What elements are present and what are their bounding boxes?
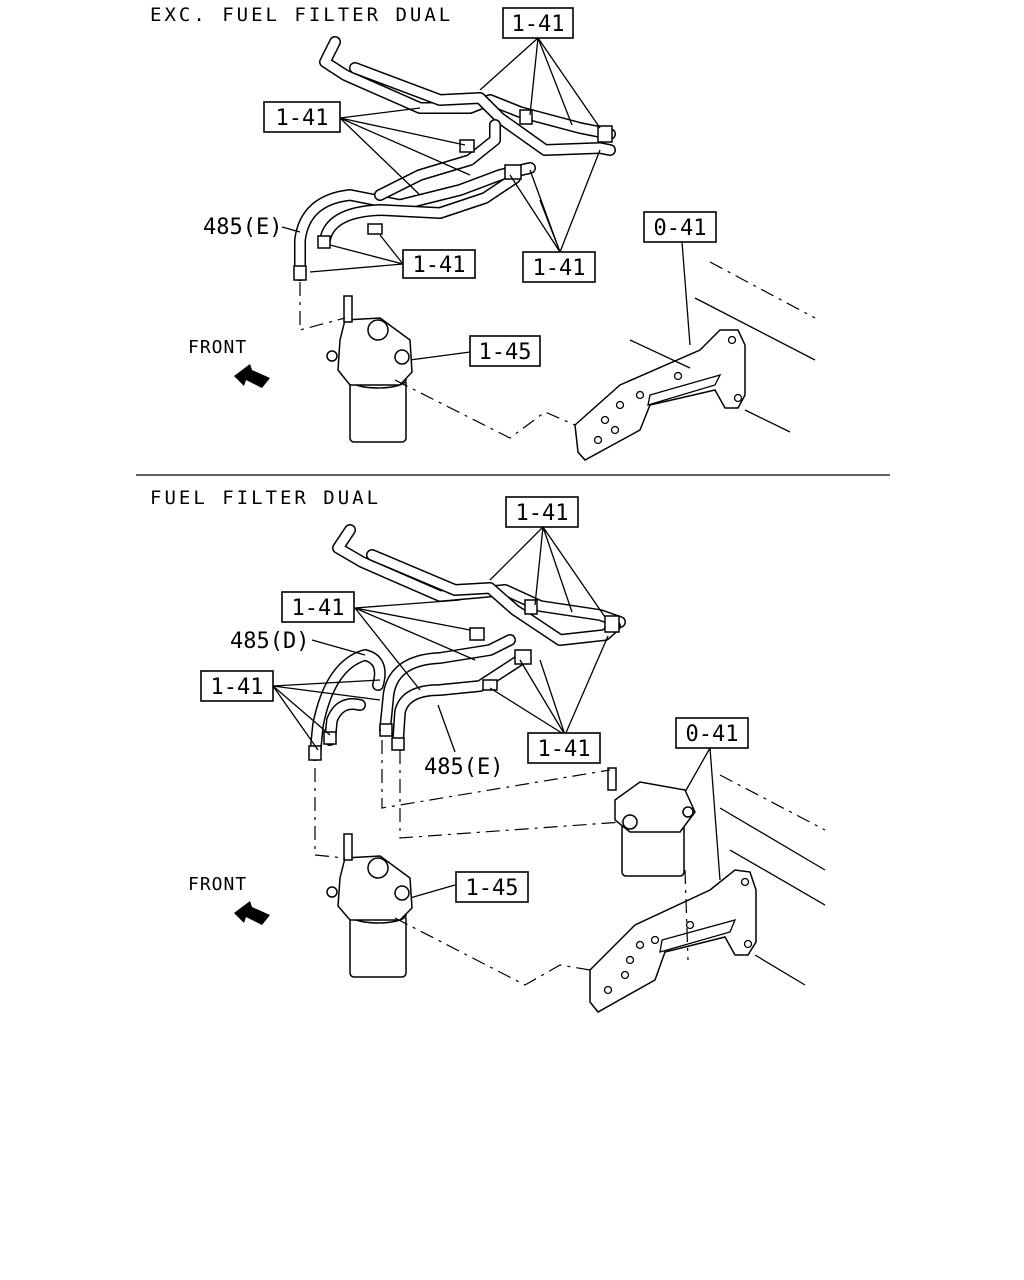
leader-lines	[272, 526, 721, 899]
callout-left: 1-41	[263, 101, 341, 133]
front-arrow-icon	[234, 364, 270, 388]
svg-text:1-41: 1-41	[413, 253, 466, 278]
svg-text:1-41: 1-41	[516, 501, 569, 526]
callout-lower-mid: 1-41	[402, 249, 476, 279]
hose-label-485d: 485(D)	[230, 629, 309, 654]
section-title: FUEL FILTER DUAL	[150, 487, 381, 509]
front-arrow-icon	[234, 901, 270, 925]
leader-lines	[281, 37, 691, 361]
svg-text:0-41: 0-41	[686, 722, 739, 747]
fuel-filter-assembly	[326, 295, 413, 443]
callout-bracket: 0-41	[643, 211, 717, 243]
callout-right: 1-41	[527, 732, 601, 764]
svg-text:1-41: 1-41	[292, 596, 345, 621]
callout-bracket: 0-41	[675, 717, 749, 749]
callout-left: 1-41	[281, 591, 355, 623]
section-title: EXC. FUEL FILTER DUAL	[150, 4, 453, 26]
bracket	[589, 869, 757, 1013]
svg-text:1-41: 1-41	[211, 675, 264, 700]
section-fuel-filter-dual: FUEL FILTER DUAL	[150, 487, 826, 1013]
svg-text:1-41: 1-41	[538, 737, 591, 762]
bracket	[574, 329, 746, 461]
callout-top: 1-41	[505, 496, 579, 528]
frame-lines	[314, 740, 826, 986]
front-label: FRONT	[188, 874, 247, 895]
callout-filter: 1-45	[469, 335, 541, 367]
front-label: FRONT	[188, 337, 247, 358]
frame-lines	[299, 261, 816, 439]
svg-text:0-41: 0-41	[654, 216, 707, 241]
svg-text:1-41: 1-41	[533, 256, 586, 281]
svg-text:1-41: 1-41	[276, 106, 329, 131]
hose-label-485e: 485(E)	[203, 215, 282, 240]
section-exc-fuel-filter-dual: EXC. FUEL FILTER DUAL	[150, 4, 816, 461]
fuel-hose-bundle	[308, 524, 626, 761]
callout-right: 1-41	[522, 251, 596, 283]
callout-filter: 1-45	[455, 871, 529, 903]
fuel-filter-assembly	[326, 833, 413, 978]
hose-label-485e: 485(E)	[424, 755, 503, 780]
fuel-hose-bundle	[293, 36, 616, 281]
callout-top: 1-41	[502, 7, 574, 39]
svg-text:1-41: 1-41	[512, 12, 565, 37]
svg-text:1-45: 1-45	[466, 876, 519, 901]
svg-text:1-45: 1-45	[479, 340, 532, 365]
callout-far-left: 1-41	[200, 670, 274, 702]
secondary-fuel-filter	[607, 767, 696, 877]
